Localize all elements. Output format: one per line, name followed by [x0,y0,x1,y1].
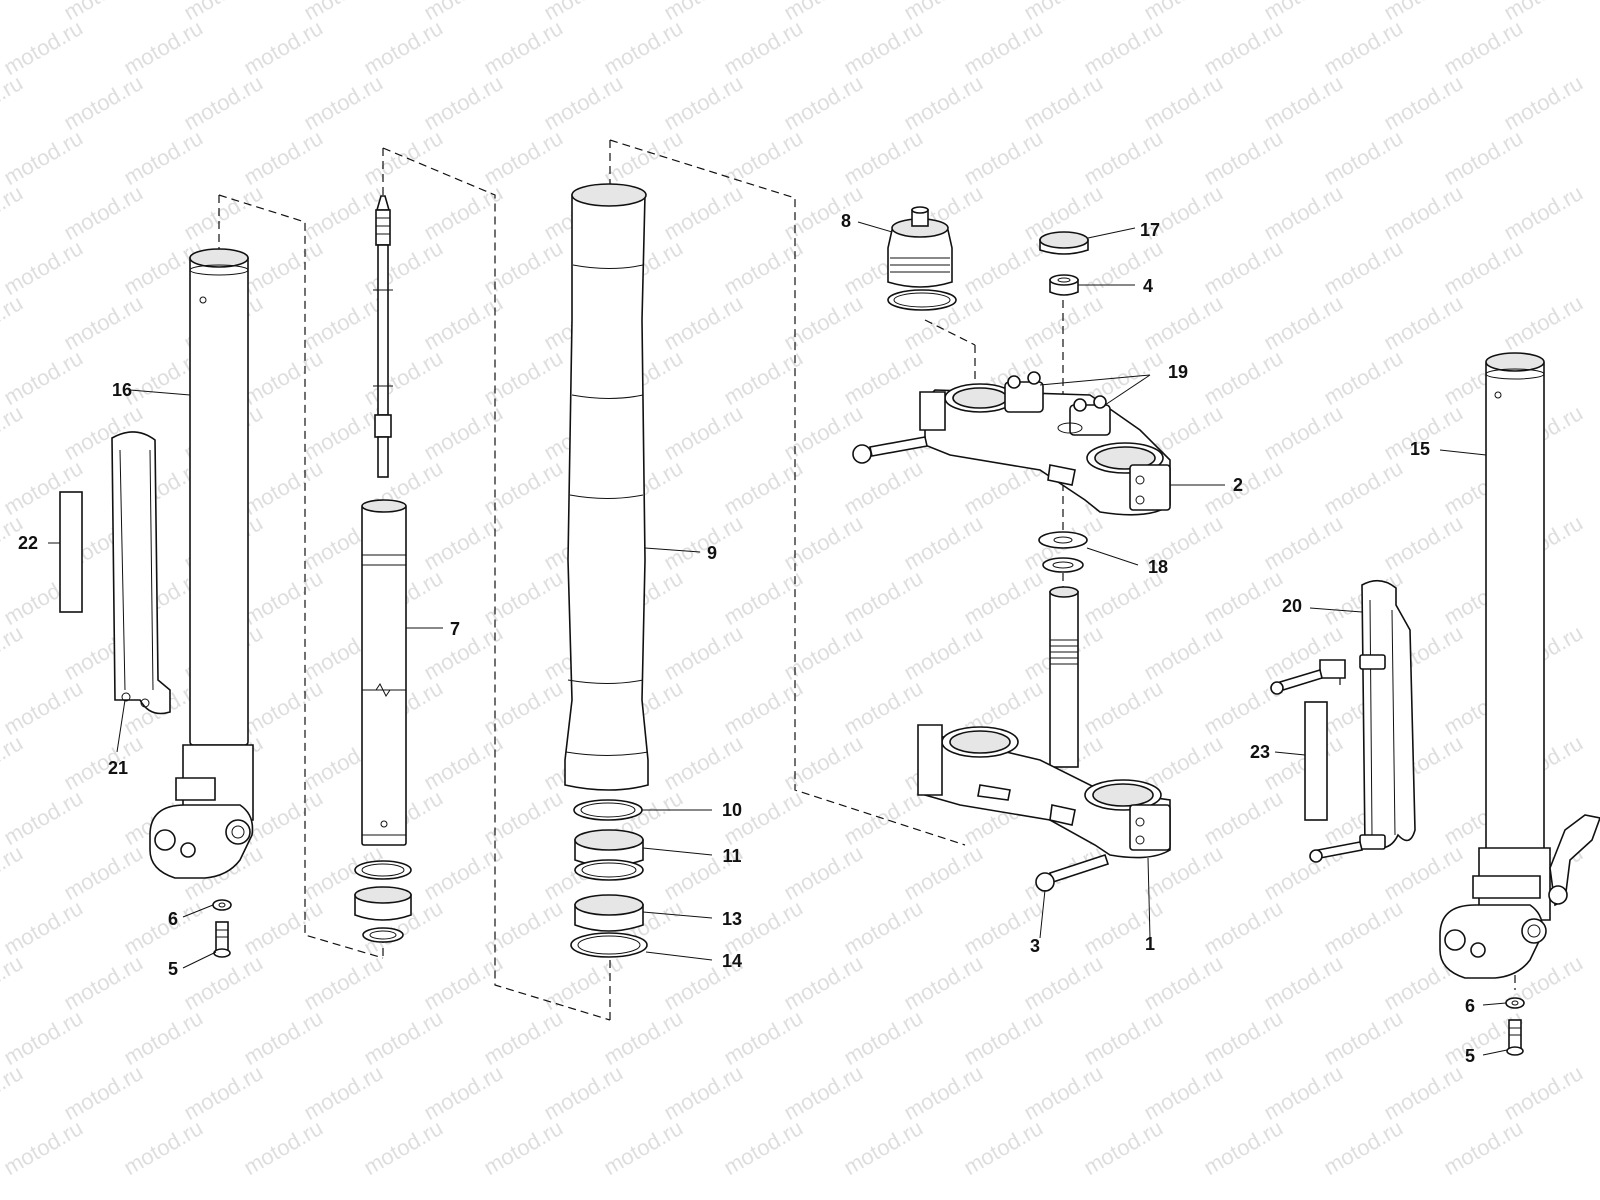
sticker-23 [1304,701,1328,821]
bolt-5-right [1506,1019,1524,1056]
damper-rod [373,195,393,478]
callout-10: 10 [722,800,742,820]
ring-14 [570,932,648,958]
lower-triple-clamp-1 [917,724,1171,859]
washer-18 [1038,531,1088,573]
callout-22: 22 [18,533,38,553]
cartridge-seals [354,860,412,943]
callout-9: 9 [707,543,717,563]
callout-1: 1 [1145,934,1155,954]
callout-labels: 1 2 3 4 5 5 6 6 7 8 9 10 11 13 14 15 16 … [18,211,1475,1066]
steering-stem [1049,586,1079,768]
cartridge-7 [361,499,407,846]
callout-8: 8 [841,211,851,231]
callout-17: 17 [1140,220,1160,240]
callout-4: 4 [1143,276,1153,296]
right-fork-leg-15 [1439,352,1600,979]
callout-23: 23 [1250,742,1270,762]
cap-plug-17 [1039,231,1089,255]
callout-13: 13 [722,909,742,929]
callout-19: 19 [1168,362,1188,382]
sticker-22 [59,491,83,613]
fork-guard-20 [1359,579,1416,850]
callout-5-left: 5 [168,959,178,979]
upper-triple-clamp-2 [919,371,1171,516]
callout-7: 7 [450,619,460,639]
fork-guard-21 [111,431,171,715]
nut-4 [1049,274,1079,296]
leader-lines [48,221,1508,1056]
callout-20: 20 [1282,596,1302,616]
callout-2: 2 [1233,475,1243,495]
callout-21: 21 [108,758,128,778]
pinch-bolt-upper [852,436,928,464]
inner-fork-tube-9 [564,183,649,791]
callout-15: 15 [1410,439,1430,459]
callout-18: 18 [1148,557,1168,577]
bolt-5-left [213,921,231,958]
callout-3: 3 [1030,936,1040,956]
washer-6-right [1505,997,1525,1009]
seal-10 [573,799,643,821]
assembly-dashed-frames [218,139,1516,1021]
washer-6-left [212,899,232,911]
left-fork-leg-16 [149,248,254,879]
oil-seal-13 [574,894,644,932]
callout-11: 11 [722,846,741,866]
fork-cap-8 [887,206,957,311]
pinch-bolt-3 [1035,853,1110,892]
callout-5-right: 5 [1465,1046,1475,1066]
callout-6-left: 6 [168,909,178,929]
callout-16: 16 [112,380,132,400]
callout-14: 14 [722,951,742,971]
dust-seal-11 [574,829,644,881]
guard-clip-and-bolts [1270,659,1363,863]
callout-6-right: 6 [1465,996,1475,1016]
